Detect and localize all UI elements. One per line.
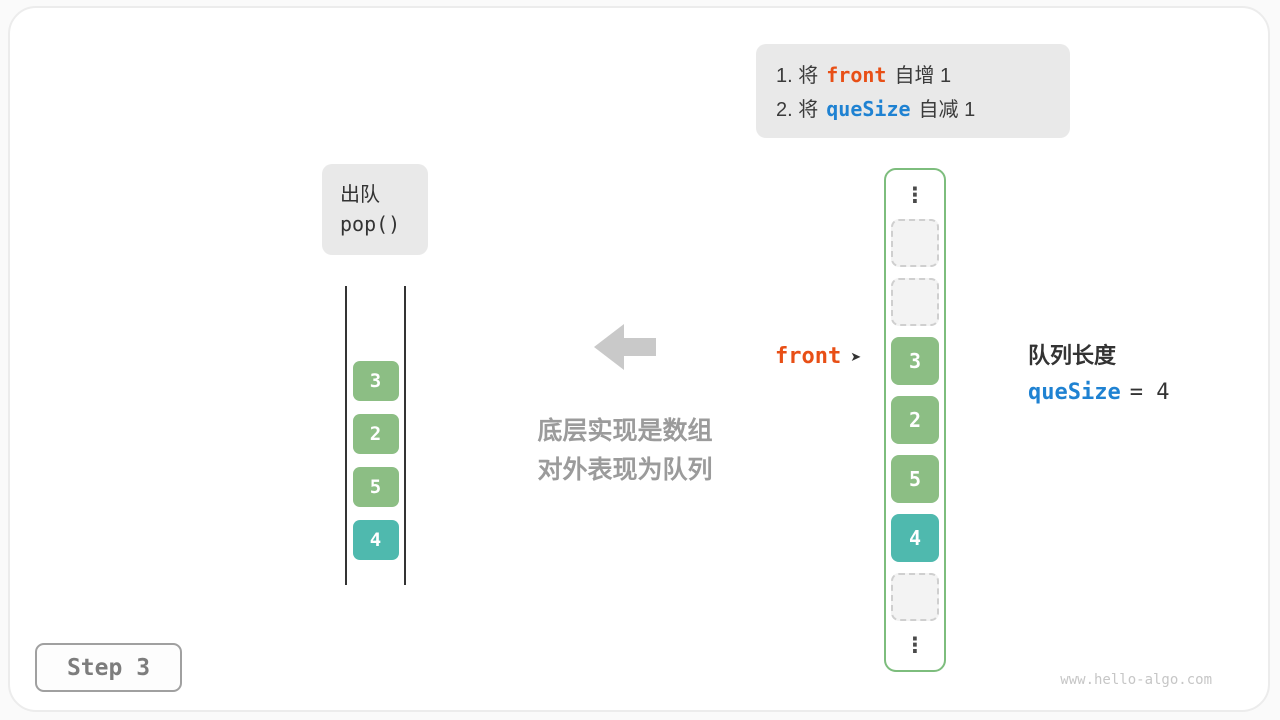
queue-item: 4 xyxy=(352,520,399,560)
instruction-2-prefix: 2. 将 xyxy=(776,99,819,121)
instruction-box: 1. 将 front 自增 1 2. 将 queSize 自减 1 xyxy=(756,44,1070,138)
front-pointer-arrow-icon: ➤ xyxy=(850,348,862,364)
queue-length-info: 队列长度 queSize = 4 xyxy=(1028,341,1169,408)
instruction-line-1: 1. 将 front 自增 1 xyxy=(776,59,1070,93)
array-cell-value: 5 xyxy=(891,455,939,503)
array-cell-value: 3 xyxy=(891,337,939,385)
instruction-1-prefix: 1. 将 xyxy=(776,65,819,87)
queue-length-value: = 4 xyxy=(1129,380,1170,405)
array-cell-value: 2 xyxy=(891,396,939,444)
left-arrow-icon xyxy=(594,324,656,370)
instruction-2-suffix: 自减 1 xyxy=(918,99,976,121)
queue-item: 2 xyxy=(352,414,399,454)
array-cell-value: 4 xyxy=(891,514,939,562)
caption: 底层实现是数组 对外表现为队列 xyxy=(495,412,755,490)
instruction-2-code: queSize xyxy=(826,97,911,121)
ellipsis-top-icon: ⋮ xyxy=(904,183,926,207)
instruction-1-suffix: 自增 1 xyxy=(894,65,952,87)
array-cell-empty xyxy=(891,219,939,267)
front-pointer-label: front xyxy=(775,343,842,369)
watermark: www.hello-algo.com xyxy=(1060,672,1212,688)
operation-box: 出队 pop() xyxy=(322,164,428,255)
queue-item: 5 xyxy=(352,467,399,507)
front-pointer: front ➤ xyxy=(775,343,861,369)
instruction-1-code: front xyxy=(826,63,887,87)
ellipsis-bottom-icon: ⋮ xyxy=(904,633,926,657)
queue-length-label: 队列长度 xyxy=(1028,343,1117,368)
array-cell-empty xyxy=(891,573,939,621)
caption-line-2: 对外表现为队列 xyxy=(537,456,713,484)
instruction-line-2: 2. 将 queSize 自减 1 xyxy=(776,93,1070,127)
queue-length-var: queSize xyxy=(1028,380,1121,405)
array-container: ⋮ 3 2 5 4 ⋮ xyxy=(884,168,946,672)
operation-title: 出队 xyxy=(340,184,380,206)
operation-code: pop() xyxy=(340,212,401,236)
array-cell-empty xyxy=(891,278,939,326)
abstract-queue: 3 2 5 4 xyxy=(345,286,406,585)
queue-length-equation: queSize = 4 xyxy=(1028,378,1169,408)
step-badge: Step 3 xyxy=(35,643,182,692)
queue-item: 3 xyxy=(352,361,399,401)
caption-line-1: 底层实现是数组 xyxy=(537,417,713,445)
